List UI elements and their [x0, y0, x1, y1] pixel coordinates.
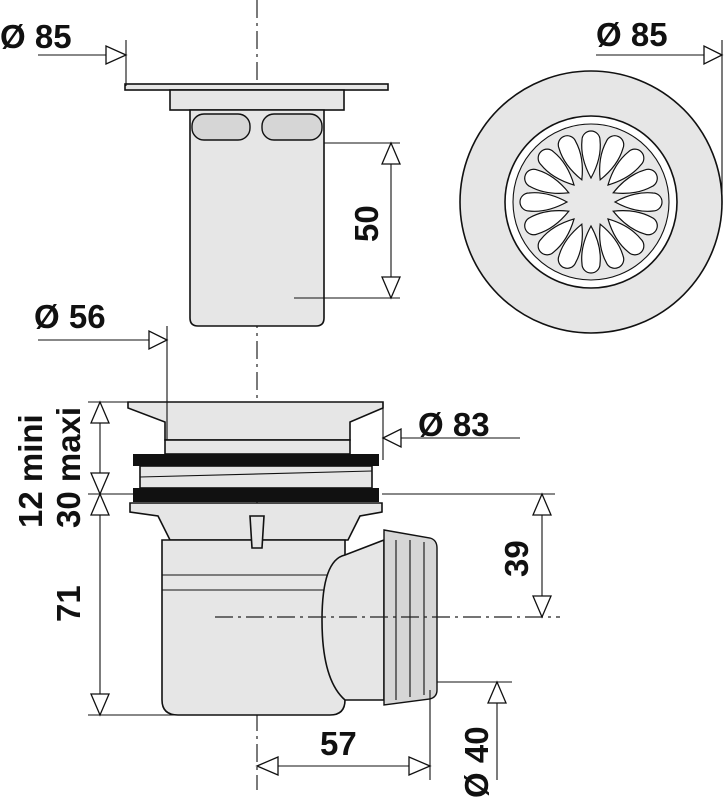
dim-floor-thickness-line1: 12 mini [12, 414, 49, 528]
dim-insert-height: 50 [348, 141, 401, 300]
dim-outlet-diameter-label: Ø 40 [458, 726, 495, 798]
drain-body [127, 401, 438, 716]
cover-slot [607, 148, 645, 186]
cover-slot [613, 192, 663, 212]
cover-slot [599, 223, 625, 269]
cover-slot [524, 168, 570, 194]
dim-body-height-label: 71 [50, 585, 87, 622]
cover-slot [612, 168, 658, 194]
cover-slot [537, 218, 575, 256]
dim-grate-diameter-label: Ø 85 [0, 18, 72, 55]
dim-outlet-diameter: Ø 40 [437, 680, 512, 798]
cover-slot [607, 218, 645, 256]
dim-insert-height-label: 50 [348, 205, 385, 242]
dim-cover-diameter: Ø 85 [596, 16, 724, 205]
grate-side-view [124, 83, 400, 327]
dim-grate-diameter: Ø 85 [0, 18, 128, 86]
dim-outlet-offset: 57 [255, 690, 432, 780]
cover-slot [581, 224, 601, 274]
cover-slot [557, 223, 583, 269]
dim-floor-thickness-line2: 30 maxi [50, 407, 87, 528]
dim-pipe-diameter-label: Ø 56 [34, 298, 106, 335]
cover-slot [557, 135, 583, 181]
dim-pipe-diameter: Ø 56 [34, 298, 169, 440]
dim-cover-diameter-label: Ø 85 [596, 16, 668, 53]
dim-flange-diameter: Ø 83 [381, 402, 520, 460]
dim-outlet-offset-label: 57 [320, 725, 357, 762]
cover-slot [537, 148, 575, 186]
dim-floor-thickness: 12 mini 30 maxi [12, 400, 133, 528]
cover-slot [519, 192, 569, 212]
cover-slot [581, 130, 601, 180]
cover-slot [599, 135, 625, 181]
cover-top-view [459, 70, 723, 334]
dim-outlet-height-label: 39 [498, 540, 535, 577]
dim-body-height: 71 [50, 492, 178, 717]
cover-slots [519, 130, 663, 274]
cover-slot [612, 210, 658, 236]
dim-flange-diameter-label: Ø 83 [418, 406, 490, 443]
dim-outlet-height: 39 [215, 492, 560, 619]
cover-slot [524, 210, 570, 236]
